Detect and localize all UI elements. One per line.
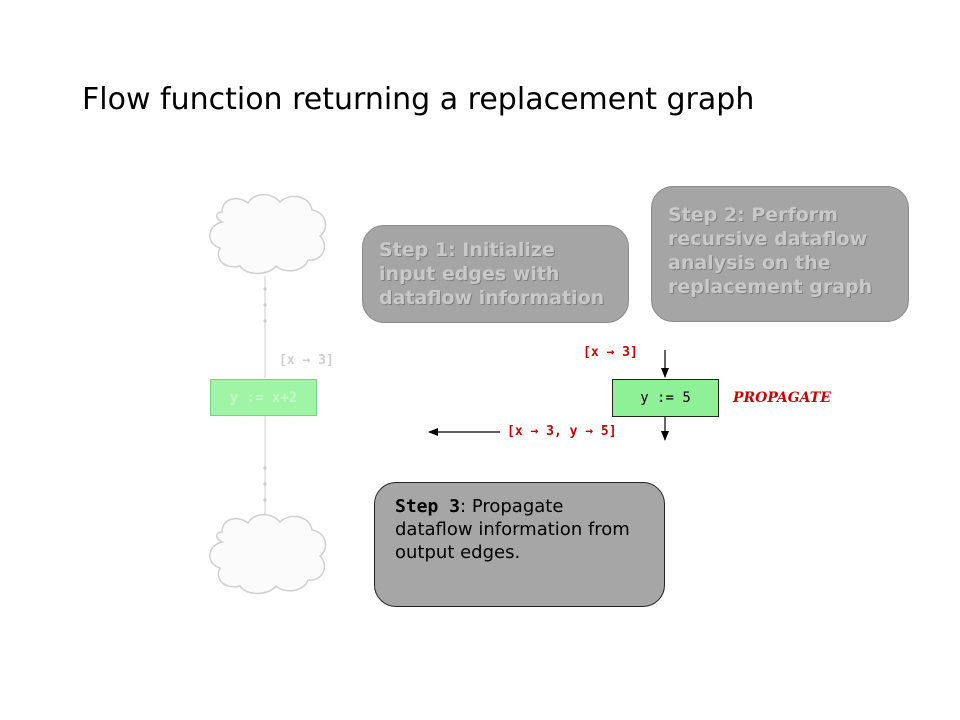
replacement-node: y := 5 <box>612 379 719 417</box>
original-node-label: y := x+2 <box>229 389 298 406</box>
step3-lead: Step 3 <box>395 496 461 517</box>
cloud-bottom-icon <box>209 513 327 595</box>
step2-text: Step 2: Perform recursive dataflow analy… <box>668 204 873 298</box>
step1-box: Step 1: Initialize input edges with data… <box>362 225 629 323</box>
step3-box: Step 3: Propagate dataflow information f… <box>374 482 665 607</box>
step2-box: Step 2: Perform recursive dataflow analy… <box>651 186 909 322</box>
original-input-edge-label: [x → 3] <box>279 353 334 368</box>
page-title: Flow function returning a replacement gr… <box>82 82 755 117</box>
original-node: y := x+2 <box>210 379 317 416</box>
replacement-node-label: y := 5 <box>640 390 691 406</box>
step1-text: Step 1: Initialize input edges with data… <box>379 239 605 309</box>
replacement-output-edge-label: [x → 3, y → 5] <box>507 424 617 439</box>
replacement-input-edge-label: [x → 3] <box>583 345 638 360</box>
cloud-top-icon <box>209 193 327 275</box>
propagate-label: PROPAGATE <box>733 390 831 406</box>
step3-text: : Propagate dataflow information from ou… <box>395 496 630 563</box>
